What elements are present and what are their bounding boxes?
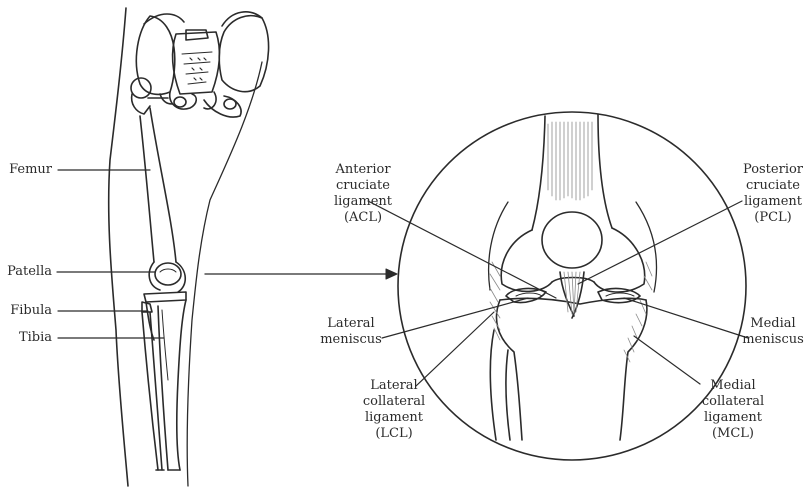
lcl-leader xyxy=(416,312,494,386)
label-tibia: Tibia xyxy=(4,330,52,346)
tibia-fibula-bones xyxy=(142,292,186,470)
label-patella: Patella xyxy=(4,264,52,280)
lateral-meniscus-leader xyxy=(382,298,528,338)
leg-outline xyxy=(109,8,128,486)
label-mcl: Medial collateral ligament (MCL) xyxy=(696,378,770,442)
label-fibula: Fibula xyxy=(4,303,52,319)
label-medial-meniscus: Medial meniscus xyxy=(740,316,806,348)
label-acl: Anterior cruciate ligament (ACL) xyxy=(326,162,400,226)
mcl-leader xyxy=(634,336,700,384)
zoom-arrowhead xyxy=(386,269,397,279)
label-lateral-meniscus: Lateral meniscus xyxy=(318,316,384,348)
femur-bone xyxy=(131,78,185,292)
label-pcl: Posterior cruciate ligament (PCL) xyxy=(740,162,806,226)
label-femur: Femur xyxy=(6,162,52,178)
pelvis-drawing xyxy=(136,12,268,117)
patella-bone xyxy=(155,263,181,285)
label-lcl: Lateral collateral ligament (LCL) xyxy=(357,378,431,442)
